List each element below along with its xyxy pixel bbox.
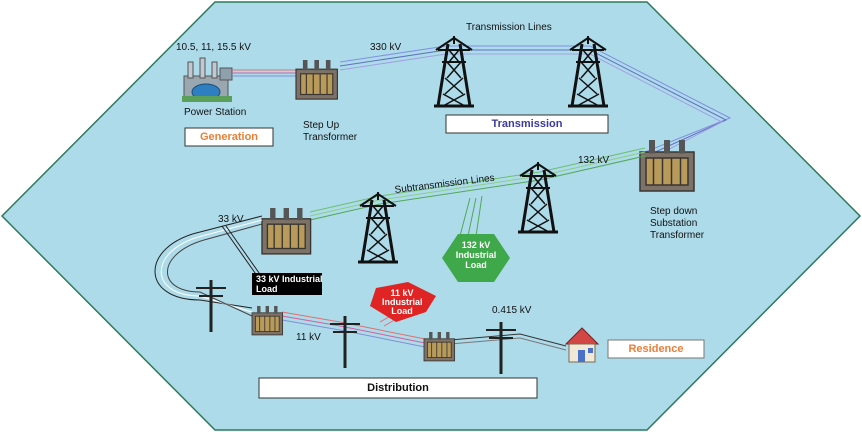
industrial-load-33kv-badge — [252, 273, 322, 295]
residence-section-label: Residence — [628, 343, 684, 355]
transmission-section-box — [445, 114, 609, 134]
distribution-section-box — [258, 377, 538, 399]
substation-transformer-label: Transformer — [650, 230, 705, 241]
load-11kv-line2: Industrial — [382, 297, 423, 307]
330kv-label: 330 kV — [370, 42, 402, 53]
transmission-section-label: Transmission — [491, 118, 563, 130]
industrial-load-11kv-badge — [370, 282, 436, 322]
substation-label: Substation — [650, 218, 698, 229]
step-up-transformer-label: Transformer — [303, 132, 358, 143]
distribution-section-label: Distribution — [367, 382, 429, 394]
132kv-line-label: 132 kV — [578, 155, 610, 166]
power-station-label: Power Station — [184, 107, 247, 118]
step-up-label: Step Up — [303, 120, 340, 131]
load-33kv-line2: Load — [256, 284, 278, 294]
generation-section-label: Generation — [199, 131, 259, 143]
distribution-0415kv-lines — [449, 333, 567, 351]
house-icon — [564, 327, 600, 363]
11kv-label: 11 kV — [296, 332, 321, 343]
load-132kv-line2: Industrial — [455, 250, 497, 260]
generation-voltage-label: 10.5, 11, 15.5 kV — [176, 42, 251, 53]
load-132kv-line1: 132 kV — [461, 240, 491, 250]
industrial-load-132kv-badge — [442, 234, 510, 282]
generation-lines — [232, 69, 296, 77]
load-11kv-line3: Load — [391, 306, 413, 316]
load-132kv-line3: Load — [465, 260, 487, 270]
transmission-lines-label: Transmission Lines — [466, 22, 552, 33]
subtransmission-lines — [309, 147, 646, 237]
step-down-label: Step down — [650, 206, 698, 217]
generation-section-box — [184, 127, 274, 147]
load-11kv-line1: 11 kV — [390, 288, 414, 298]
0415kv-label: 0.415 kV — [492, 305, 532, 316]
distribution-33kv-lines — [154, 215, 265, 317]
33kv-label: 33 kV — [218, 214, 244, 225]
residence-section-box — [607, 339, 705, 359]
load-33kv-line1: 33 kV Industrial — [256, 274, 323, 284]
power-station-icon — [182, 57, 233, 102]
